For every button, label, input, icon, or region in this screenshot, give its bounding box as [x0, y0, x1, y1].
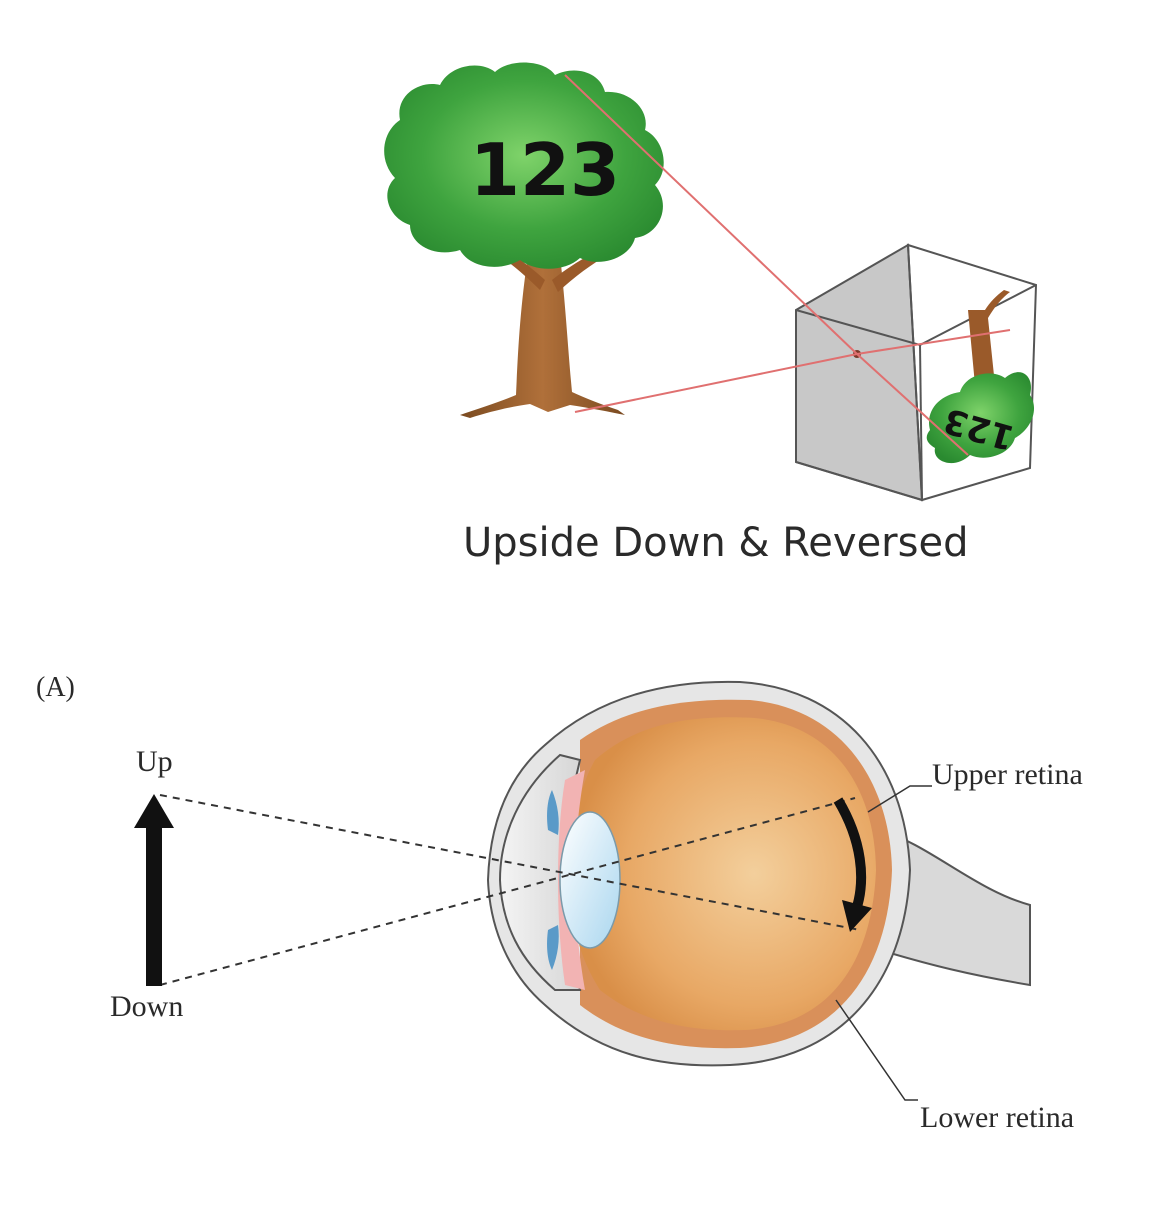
camera-box — [795, 243, 1038, 502]
upper-retina-leader — [867, 785, 932, 813]
tree-number: 123 — [470, 128, 620, 212]
lower-retina-leader — [835, 999, 918, 1101]
arrow-up-label: Up — [136, 745, 173, 778]
camera-front-face — [795, 243, 924, 502]
lens — [559, 811, 621, 949]
lower-retina-label: Lower retina — [920, 1101, 1075, 1134]
tree-foliage — [384, 62, 664, 269]
eye-illustration — [159, 680, 1031, 1101]
retina-image-arrow — [833, 797, 867, 912]
arrow-down-label: Down — [110, 990, 184, 1023]
dashed-rays — [159, 794, 861, 986]
inverted-tree-image: 123 — [926, 290, 1035, 464]
panel-letter: (A) — [36, 672, 75, 703]
optic-nerve — [879, 828, 1031, 987]
upper-retina-label: Upper retina — [932, 758, 1083, 791]
camera-caption: Upside Down & Reversed — [463, 520, 969, 566]
light-rays — [564, 74, 1011, 456]
vitreous-body — [571, 717, 876, 1031]
pinhole-camera-illustration: 123 123 — [384, 62, 1038, 502]
object-arrow — [134, 794, 174, 986]
